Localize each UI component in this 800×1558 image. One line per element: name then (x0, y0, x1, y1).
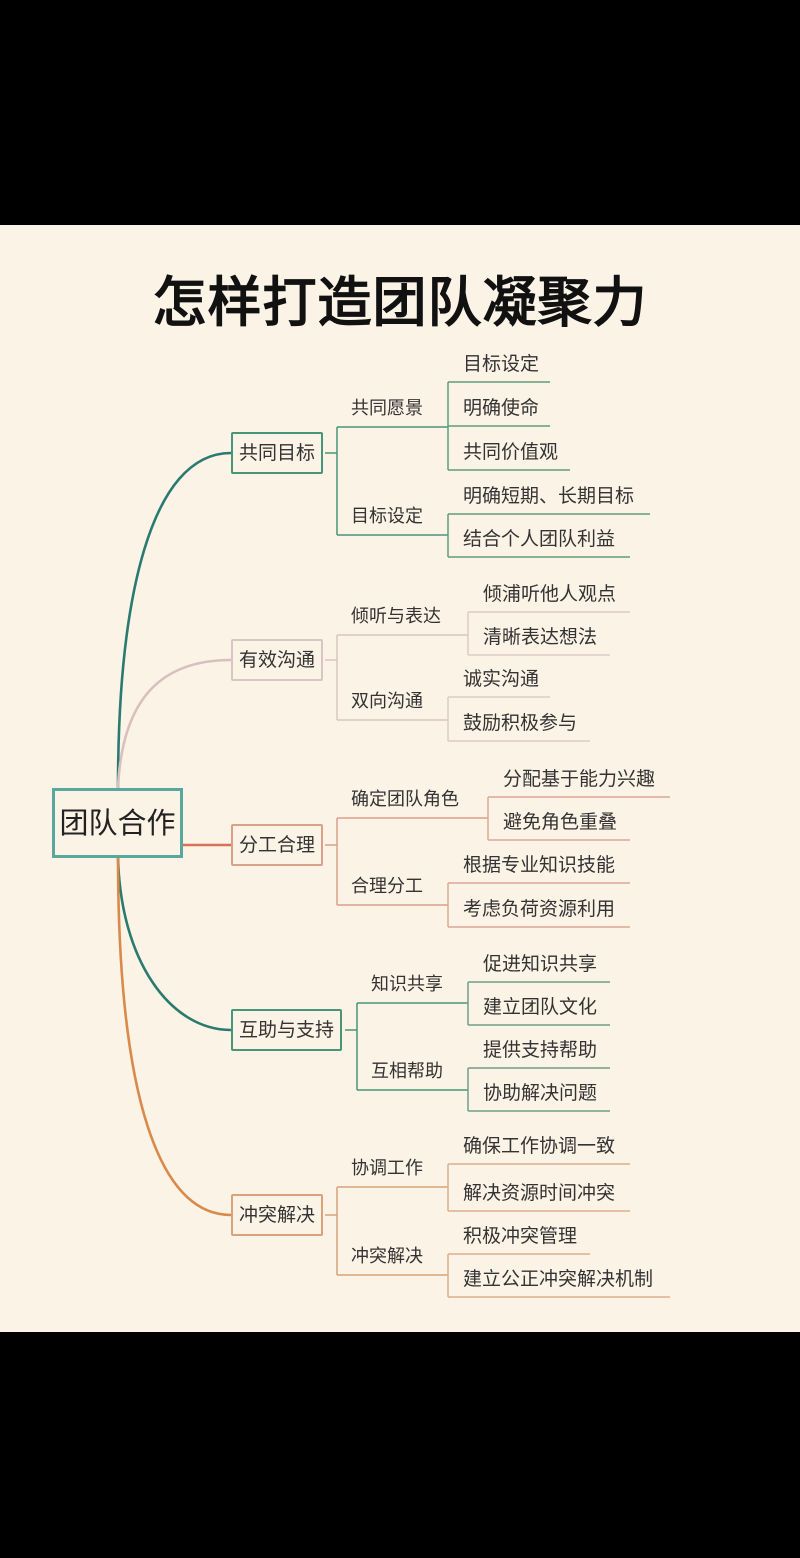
branch-node: 分工合理 (231, 824, 324, 866)
root-connector (116, 855, 232, 1217)
sub-topic: 合理分工 (351, 876, 423, 897)
leaf-topic: 目标设定 (463, 353, 540, 375)
sub-topic: 共同愿景 (351, 398, 423, 419)
sub-topic: 冲突解决 (351, 1246, 423, 1267)
leaf-topic: 结合个人团队利益 (463, 528, 616, 550)
leaf-topic: 建立团队文化 (483, 996, 598, 1018)
sub-topic: 确定团队角色 (351, 789, 459, 810)
leaf-topic: 协助解决问题 (483, 1082, 598, 1104)
leaf-topic: 提供支持帮助 (483, 1039, 598, 1061)
leaf-topic: 考虑负荷资源利用 (463, 898, 616, 920)
sub-topic: 知识共享 (371, 974, 443, 995)
sub-topic: 目标设定 (351, 506, 423, 527)
leaf-topic: 共同价值观 (463, 441, 559, 463)
sub-topic: 双向沟通 (351, 691, 423, 712)
leaf-topic: 积极冲突管理 (463, 1225, 578, 1247)
sub-topic: 协调工作 (351, 1158, 423, 1179)
root-connector (116, 855, 232, 1032)
sub-topic: 互相帮助 (371, 1061, 443, 1082)
leaf-topic: 明确使命 (463, 397, 540, 419)
leaf-topic: 分配基于能力兴趣 (503, 768, 656, 790)
leaf-topic: 解决资源时间冲突 (463, 1182, 616, 1204)
leaf-topic: 确保工作协调一致 (463, 1135, 616, 1157)
root-node: 团队合作 (52, 788, 183, 858)
root-connector (116, 658, 232, 789)
leaf-topic: 诚实沟通 (463, 668, 540, 690)
leaf-topic: 建立公正冲突解决机制 (463, 1268, 654, 1290)
branch-node: 互助与支持 (231, 1009, 343, 1051)
mindmap-canvas (0, 225, 800, 1332)
leaf-topic: 根据专业知识技能 (463, 854, 616, 876)
leaf-topic: 倾浦听他人观点 (483, 583, 617, 605)
leaf-topic: 避免角色重叠 (503, 811, 618, 833)
leaf-topic: 清晰表达想法 (483, 626, 598, 648)
branch-node: 有效沟通 (231, 639, 324, 681)
sub-topic: 倾听与表达 (351, 606, 441, 627)
leaf-topic: 促进知识共享 (483, 953, 598, 975)
leaf-topic: 明确短期、长期目标 (463, 485, 635, 507)
page-title: 怎样打造团队凝聚力 (152, 271, 648, 334)
root-connector (116, 451, 232, 789)
branch-node: 冲突解决 (231, 1194, 324, 1236)
leaf-topic: 鼓励积极参与 (463, 712, 578, 734)
branch-node: 共同目标 (231, 432, 324, 474)
